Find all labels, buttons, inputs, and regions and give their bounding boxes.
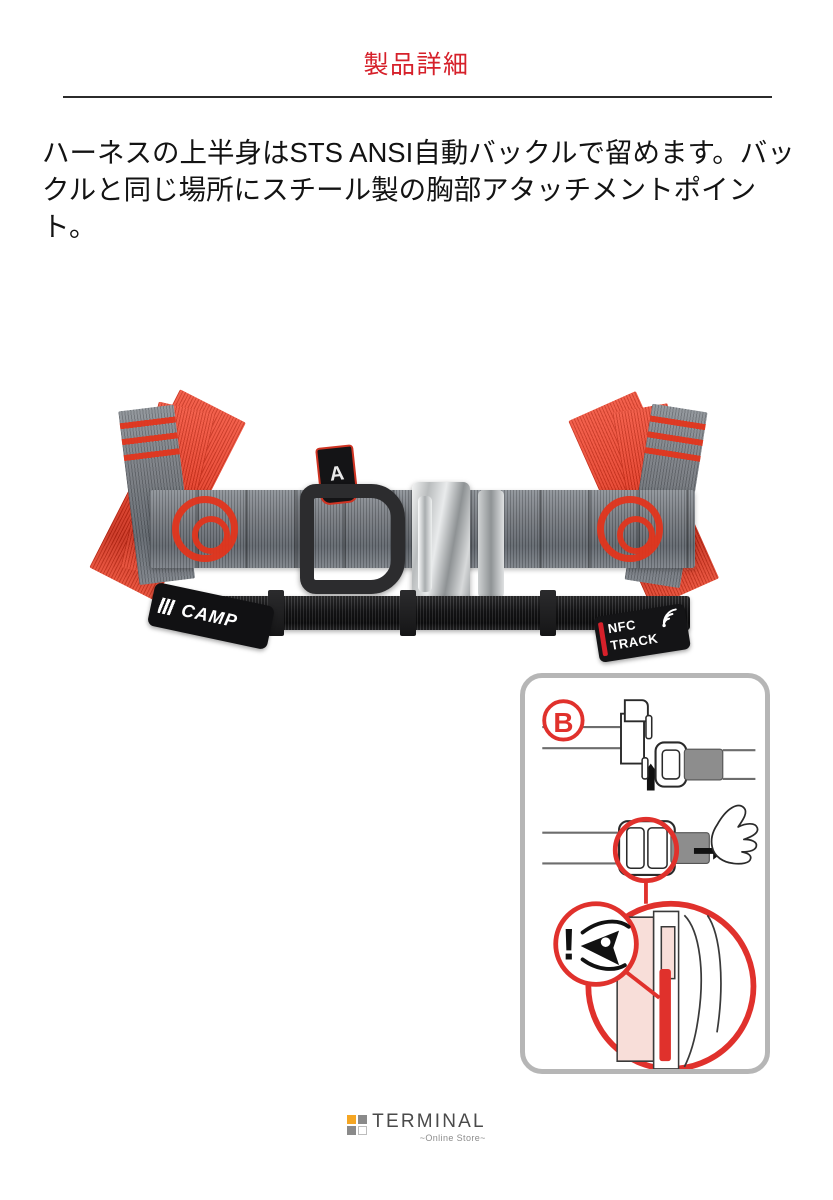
nfc-track-label: NFC TRACK (592, 603, 692, 663)
embroidered-logo-left (172, 496, 238, 562)
brand-name: TERMINAL (372, 1111, 486, 1132)
svg-text:!: ! (561, 920, 576, 969)
camp-brand-text: CAMP (179, 599, 240, 631)
footer: TERMINAL ~Online Store~ (0, 1112, 833, 1143)
brand-tagline: ~Online Store~ (419, 1133, 486, 1143)
steel-buckle-tongue (418, 496, 432, 592)
buckle-instruction-diagram: ! B (542, 699, 759, 1069)
logo-square-top-left (347, 1115, 357, 1124)
d-ring-attachment (300, 484, 405, 594)
nfc-red-bar (597, 621, 609, 657)
buckle-instruction-panel: ! B (520, 673, 770, 1074)
logo-square-top-right (358, 1115, 368, 1124)
step-label-b: B (553, 707, 573, 738)
product-photo: A CAMP NFC TRACK (0, 389, 833, 700)
product-description: ハーネスの上半身はSTS ANSI自動バックルで留めます。バックルと同じ場所にス… (42, 136, 795, 243)
embroidered-logo-right (597, 496, 663, 562)
terminal-squares-icon (347, 1115, 368, 1135)
webbing-keeper-3 (540, 590, 556, 636)
page-title: 製品詳細 (363, 51, 470, 79)
logo-square-bottom-right (358, 1126, 368, 1135)
nfc-signal-icon (662, 608, 677, 628)
camp-logo-icon (157, 597, 179, 617)
camp-brand-label: CAMP (146, 581, 276, 651)
steel-buckle-side (478, 490, 504, 598)
title-divider (63, 96, 772, 98)
webbing-keeper-1 (268, 590, 284, 636)
terminal-logo[interactable]: TERMINAL ~Online Store~ (347, 1112, 486, 1143)
logo-square-bottom-left (347, 1126, 357, 1135)
webbing-keeper-2 (400, 590, 416, 636)
page-header: 製品詳細 (0, 51, 833, 80)
